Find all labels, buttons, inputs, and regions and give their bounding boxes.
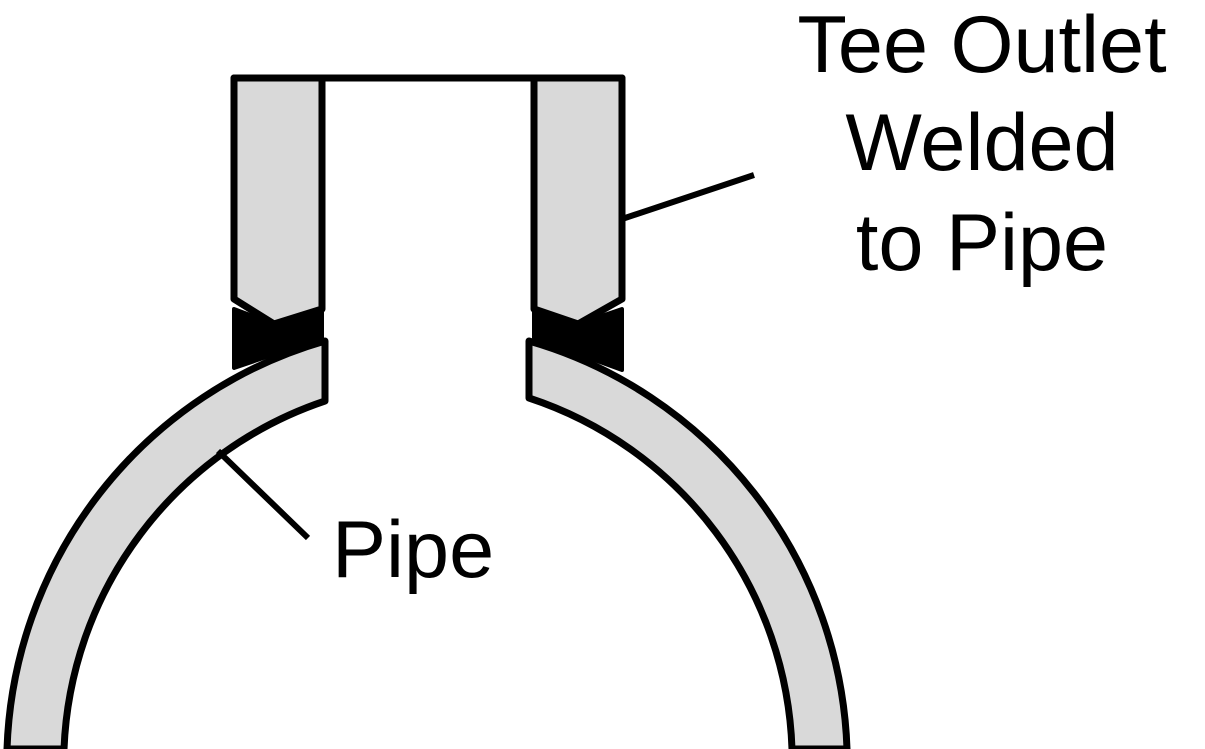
tee-outlet-leader-line [621, 172, 755, 222]
tee-outlet-label-line3: to Pipe [856, 198, 1108, 288]
tee-outlet-wall-right [530, 74, 626, 328]
tee-outlet-label-line2: Welded [845, 98, 1118, 188]
pipe-wall-right [525, 337, 851, 749]
tee-outlet-label-line1: Tee Outlet [797, 0, 1166, 90]
pipe-leader-line [215, 448, 311, 541]
pipe-label: Pipe [332, 505, 494, 595]
tee-outlet-wall-left [230, 74, 326, 328]
pipe-wall-left [3, 337, 329, 749]
